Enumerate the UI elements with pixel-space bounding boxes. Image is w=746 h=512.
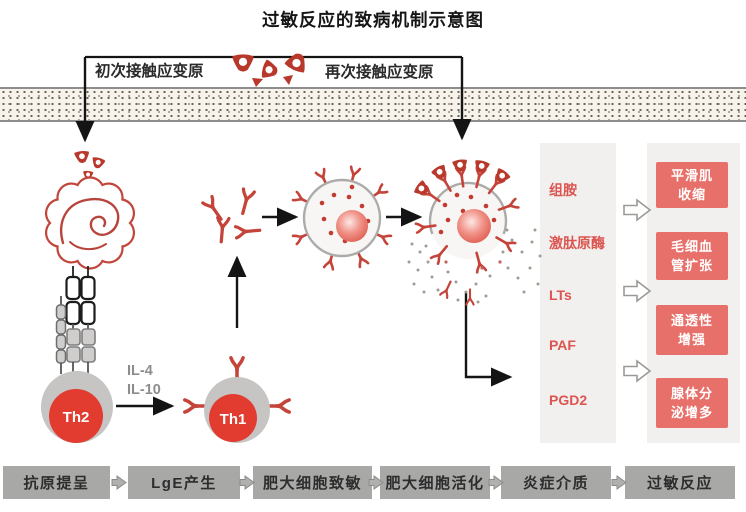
- stage-mast-sensitization: 肥大细胞致敏: [253, 466, 372, 499]
- th1-cell: Th1: [183, 356, 291, 443]
- arrow-activated-to-mediators: [464, 291, 513, 387]
- stage-mast-activation: 肥大细胞活化: [380, 466, 490, 499]
- mediators-panel: 组胺 激肽原酶 LTs PAF PGD2: [540, 143, 616, 443]
- mediator-histamine: 组胺: [549, 182, 577, 198]
- th2-cell: Th2: [41, 371, 113, 443]
- diagram-title: 过敏反应的致病机制示意图: [262, 10, 484, 30]
- stage-antigen-presentation: 抗原提呈: [3, 466, 110, 499]
- stage-allergic-reaction: 过敏反应: [625, 466, 735, 499]
- effect-gland-secretion: 腺体分 泌增多: [656, 378, 728, 428]
- mediator-pgd2: PGD2: [549, 392, 588, 408]
- il4-label: IL-4: [127, 363, 153, 379]
- effect-capillary: 毛细血 管扩张: [656, 232, 728, 280]
- effects-panel: 平滑肌 收缩 毛细血 管扩张 通透性 增强 腺体分 泌增多: [647, 143, 740, 443]
- mast-cell-activated: [407, 158, 542, 306]
- effect-smooth-muscle: 平滑肌 收缩: [656, 162, 728, 208]
- mediator-lts: LTs: [549, 287, 572, 303]
- mediator-paf: PAF: [549, 337, 576, 353]
- released-granules: [407, 228, 542, 304]
- allergen-cluster-icon: [232, 49, 311, 87]
- effect-permeability: 通透性 增强: [656, 305, 728, 355]
- th1-label: Th1: [220, 411, 247, 428]
- cytokine-signal: IL-4 IL-10: [116, 363, 175, 416]
- first-contact-label: 初次接触应变原: [95, 61, 204, 80]
- il10-label: IL-10: [127, 382, 161, 398]
- stage-ige-production: LgE产生: [128, 466, 240, 499]
- epithelial-barrier-band: [0, 87, 746, 122]
- th2-label: Th2: [63, 409, 90, 426]
- stage-inflammatory-mediators: 炎症介质: [501, 466, 611, 499]
- mhc-tcr-complex-icon: [55, 266, 96, 374]
- ige-antibody-cluster-icon: [201, 187, 262, 244]
- second-contact-label: 再次接触应变原: [325, 62, 434, 81]
- antigen-presenting-cell: [45, 176, 135, 270]
- allergen-entry-icon: [74, 150, 106, 180]
- mediator-kallikrein: 激肽原酶: [549, 235, 605, 251]
- mast-cell-sensitized: [291, 165, 393, 271]
